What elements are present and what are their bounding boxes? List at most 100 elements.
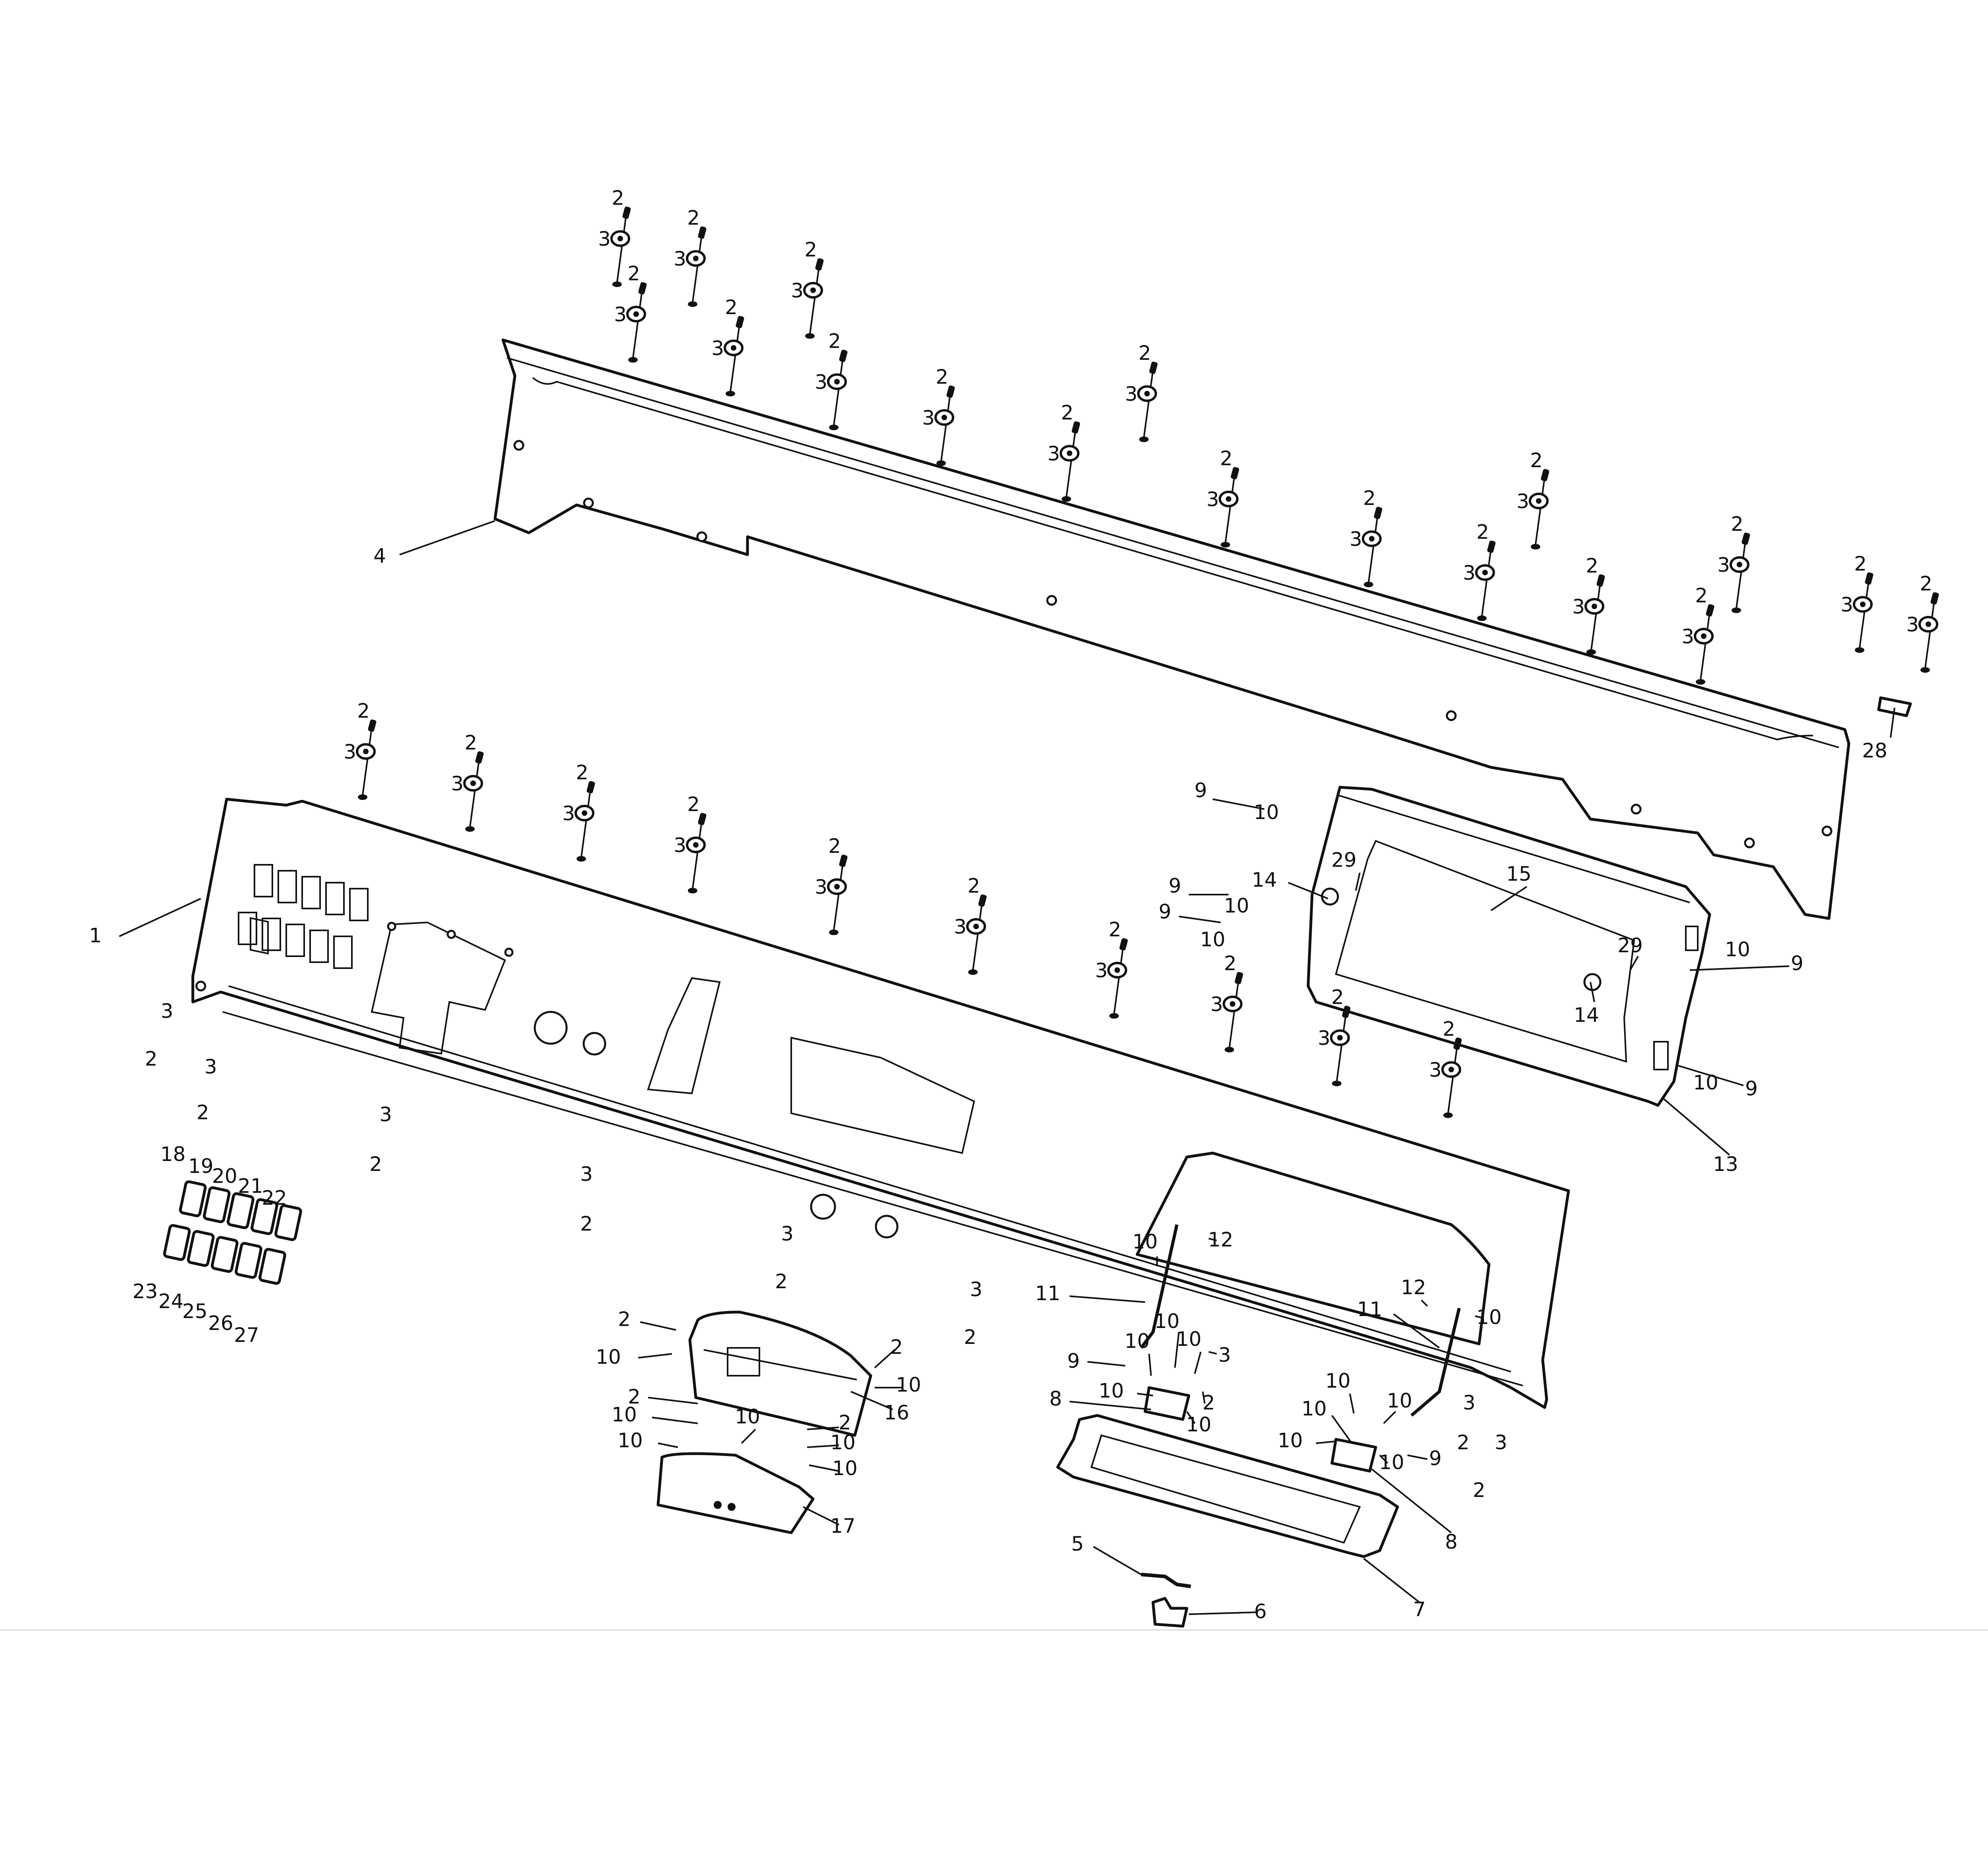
bolt-washer-assembly	[610, 206, 631, 287]
callout-label-10: 10	[1301, 1397, 1327, 1420]
callout-label-10: 10	[1200, 928, 1225, 951]
callout-label-3: 3	[1516, 490, 1529, 513]
callout-label-2: 2	[1109, 918, 1121, 941]
switch-bank	[163, 1180, 302, 1285]
fastener-layer	[356, 206, 1939, 1118]
callout-label-3: 3	[1906, 613, 1919, 636]
callout-label-2: 2	[1920, 572, 1932, 595]
bolt-washer-assembly	[724, 316, 744, 396]
bolt-washer-assembly	[1730, 532, 1750, 613]
bolt-washer-assembly	[463, 751, 484, 832]
callout-label-10: 10	[896, 1373, 921, 1396]
callout-label-27: 27	[234, 1324, 259, 1347]
callout-label-2: 2	[628, 1385, 641, 1408]
leader-line	[807, 1427, 839, 1430]
callout-label-3: 3	[815, 876, 827, 899]
callout-label-3: 3	[711, 337, 724, 360]
callout-label-3: 3	[1125, 382, 1138, 406]
callout-label-5: 5	[1071, 1532, 1084, 1555]
callout-label-3: 3	[791, 279, 804, 302]
callout-label-2: 2	[618, 1308, 631, 1331]
callout-label-3: 3	[451, 772, 464, 795]
callout-label-3: 3	[344, 740, 356, 763]
callout-label-10: 10	[1186, 1413, 1211, 1436]
leader-line	[1355, 872, 1361, 891]
callout-label-12: 12	[1208, 1228, 1233, 1251]
callout-label-22: 22	[262, 1186, 287, 1209]
leader-line	[1689, 965, 1790, 971]
callout-label-2: 2	[839, 1411, 851, 1434]
callout-label-3: 3	[1463, 1391, 1475, 1414]
callout-label-3: 3	[562, 802, 575, 825]
callout-label-26: 26	[208, 1312, 233, 1335]
callout-label-3: 3	[674, 834, 686, 857]
leader-line	[1288, 882, 1328, 899]
callout-label-3: 3	[204, 1055, 217, 1078]
bolt-washer-assembly	[1223, 972, 1243, 1052]
callout-label-14: 14	[1574, 1004, 1599, 1027]
callout-label-2: 2	[1530, 449, 1543, 472]
leader-line	[1331, 1415, 1353, 1444]
callout-label-10: 10	[596, 1345, 621, 1369]
callout-label-13: 13	[1713, 1153, 1738, 1176]
callout-label-3: 3	[1206, 488, 1219, 511]
callout-label-2: 2	[576, 761, 588, 784]
callout-label-10: 10	[1725, 938, 1750, 961]
callout-label-29: 29	[1617, 934, 1643, 957]
part-8-hinge-bracket-left	[1143, 1386, 1190, 1421]
callout-label-3: 3	[1840, 593, 1853, 616]
part-17-cluster-lens	[656, 1452, 815, 1534]
callout-label-3: 3	[1047, 442, 1060, 465]
leader-line	[1208, 1238, 1217, 1241]
leader-line	[1677, 1065, 1744, 1086]
leader-line	[1194, 1351, 1202, 1374]
callout-label-24: 24	[158, 1290, 184, 1313]
callout-label-3: 3	[1318, 1027, 1330, 1050]
callout-label-3: 3	[970, 1278, 982, 1301]
callout-label-7: 7	[1413, 1598, 1426, 1621]
callout-label-2: 2	[964, 1326, 977, 1349]
callout-label-14: 14	[1252, 868, 1277, 891]
callout-label-3: 3	[781, 1222, 794, 1245]
page-divider	[0, 1629, 1988, 1631]
leader-line	[1349, 1393, 1355, 1414]
leader-line	[1093, 1546, 1142, 1575]
callout-label-21: 21	[238, 1175, 263, 1198]
callout-label-9: 9	[1194, 779, 1207, 802]
callout-label-17: 17	[830, 1514, 856, 1538]
leader-line	[1137, 1393, 1153, 1396]
callout-label-2: 2	[145, 1047, 157, 1070]
callout-label-10: 10	[1124, 1330, 1150, 1353]
part-28-clip	[1877, 696, 1912, 717]
callout-label-2: 2	[890, 1336, 903, 1359]
callout-label-2: 2	[967, 874, 980, 897]
callout-label-3: 3	[1495, 1431, 1507, 1454]
bolt-washer-assembly	[1362, 507, 1382, 587]
callout-label-10: 10	[832, 1457, 858, 1480]
leader-line	[741, 1429, 756, 1444]
part-4-upper-panel	[493, 338, 1850, 920]
callout-label-11: 11	[1035, 1282, 1060, 1305]
leader-line	[1174, 1332, 1180, 1368]
callout-label-1: 1	[89, 924, 102, 947]
callout-label-3: 3	[379, 1103, 392, 1126]
callout-label-10: 10	[1693, 1071, 1718, 1094]
callout-label-2: 2	[1363, 487, 1376, 510]
leader-line	[1316, 1440, 1336, 1444]
leader-line	[1421, 1299, 1428, 1307]
callout-label-3: 3	[614, 303, 627, 326]
callout-label-10: 10	[1224, 894, 1249, 917]
callout-label-2: 2	[580, 1212, 593, 1235]
callout-label-3: 3	[922, 406, 935, 429]
leader-line	[1363, 1558, 1420, 1603]
leader-line	[1069, 1295, 1145, 1303]
callout-label-9: 9	[1429, 1447, 1442, 1470]
callout-label-2: 2	[775, 1270, 788, 1293]
callout-label-2: 2	[369, 1153, 382, 1176]
leader-line	[1202, 1391, 1206, 1404]
leader-lines	[119, 520, 1895, 1615]
callout-label-10: 10	[830, 1431, 856, 1454]
bolt-washer-assembly	[686, 813, 707, 893]
callout-label-2: 2	[804, 238, 817, 261]
